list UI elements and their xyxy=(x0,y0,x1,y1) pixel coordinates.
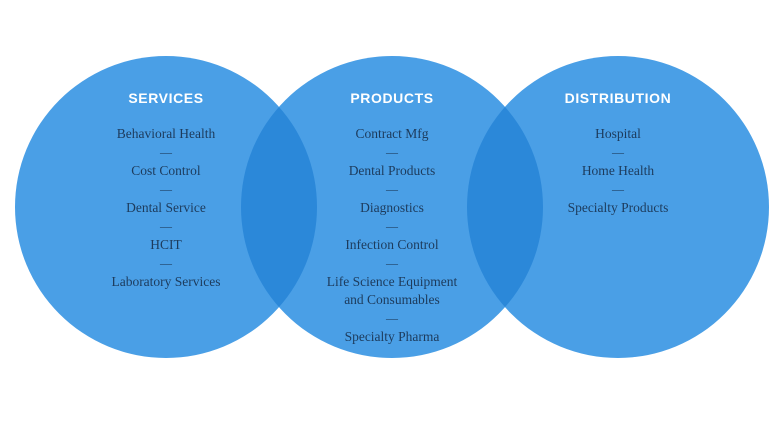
services-separator: — xyxy=(159,182,173,196)
products-separator: — xyxy=(385,182,399,196)
services-item: HCIT xyxy=(150,237,182,252)
distribution-circle xyxy=(467,56,769,358)
products-item: Infection Control xyxy=(345,237,439,252)
products-item: Dental Products xyxy=(349,163,436,178)
products-item: Diagnostics xyxy=(360,200,424,215)
services-item: Laboratory Services xyxy=(111,274,220,289)
products-title: PRODUCTS xyxy=(350,90,433,106)
services-item: Dental Service xyxy=(126,200,206,215)
products-separator: — xyxy=(385,256,399,270)
services-item: Cost Control xyxy=(131,163,201,178)
services-circle xyxy=(15,56,317,358)
services-separator: — xyxy=(159,219,173,233)
services-separator: — xyxy=(159,145,173,159)
products-separator: — xyxy=(385,145,399,159)
distribution-separator: — xyxy=(611,145,625,159)
products-separator: — xyxy=(385,311,399,325)
products-circle xyxy=(241,56,543,358)
products-item-continued: and Consumables xyxy=(344,292,440,307)
products-item: Life Science Equipment xyxy=(327,274,458,289)
products-separator: — xyxy=(385,219,399,233)
services-item: Behavioral Health xyxy=(117,126,216,141)
services-title: SERVICES xyxy=(128,90,203,106)
products-item: Specialty Pharma xyxy=(345,329,440,344)
services-separator: — xyxy=(159,256,173,270)
distribution-item: Hospital xyxy=(595,126,641,141)
distribution-separator: — xyxy=(611,182,625,196)
distribution-item: Specialty Products xyxy=(568,200,669,215)
distribution-title: DISTRIBUTION xyxy=(565,90,672,106)
products-item: Contract Mfg xyxy=(355,126,428,141)
distribution-item: Home Health xyxy=(582,163,655,178)
